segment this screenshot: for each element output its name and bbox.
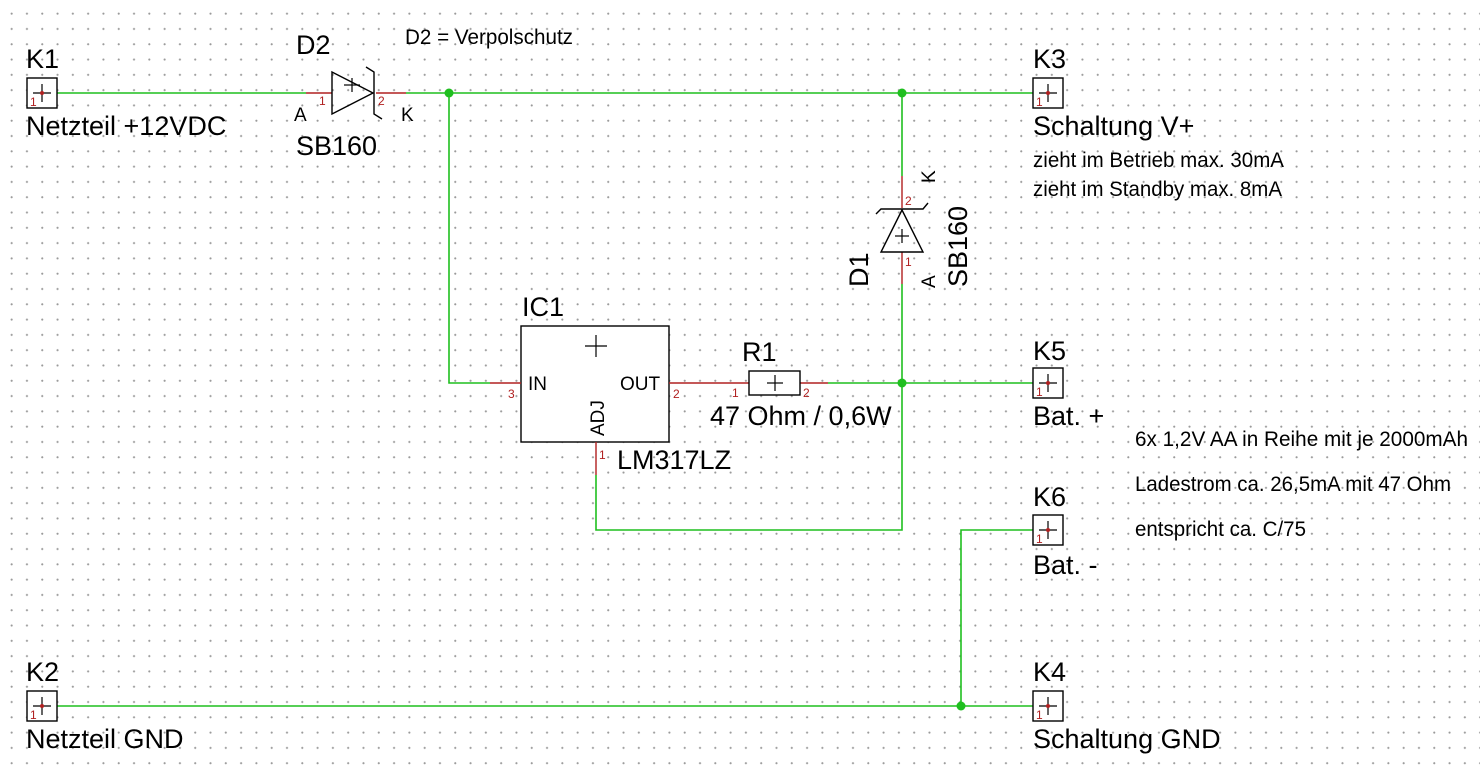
d1-pin-cathode-number: 2 — [905, 194, 912, 208]
k4-ref: K4 — [1033, 657, 1066, 687]
r1-pin1-number: 1 — [732, 386, 739, 400]
k5-pin-number: 1 — [1036, 385, 1043, 399]
k3-pin-number: 1 — [1036, 95, 1043, 109]
wires — [42, 92, 1040, 707]
battery-note-line1: 6x 1,2V AA in Reihe mit je 2000mAh — [1135, 428, 1468, 451]
k3-note-standby: zieht im Standby max. 8mA — [1033, 178, 1282, 201]
battery-note-line2: Ladestrom ca. 26,5mA mit 47 Ohm — [1135, 473, 1451, 496]
junctions — [444, 88, 966, 711]
k6-ref: K6 — [1033, 482, 1066, 512]
k2-ref: K2 — [26, 657, 59, 687]
ic1-pin-adj-number: 1 — [599, 448, 606, 462]
k5-ref: K5 — [1033, 336, 1066, 366]
junction-vin — [444, 88, 454, 98]
battery-note-line3: entspricht ca. C/75 — [1135, 518, 1306, 541]
battery-notes: 6x 1,2V AA in Reihe mit je 2000mAh Lades… — [1135, 428, 1468, 541]
connector-k4[interactable]: 1 K4 Schaltung GND — [1032, 657, 1221, 754]
d2-anode-label: A — [294, 105, 307, 126]
ic1-ref: IC1 — [522, 292, 564, 322]
d2-ref: D2 — [296, 30, 331, 60]
diode-d1[interactable]: 2 1 D1 SB160 A K — [844, 170, 973, 288]
k1-label: Netzteil +12VDC — [26, 111, 226, 141]
ic1-value: LM317LZ — [617, 445, 731, 475]
ic1-pin-in-number: 3 — [508, 387, 515, 401]
r1-value: 47 Ohm / 0,6W — [710, 401, 892, 431]
junction-gnd — [956, 701, 966, 711]
k4-pin-number: 1 — [1036, 708, 1043, 722]
connector-k2[interactable]: 1 K2 Netzteil GND — [26, 657, 184, 754]
k3-label: Schaltung V+ — [1033, 111, 1194, 141]
d2-cathode-label: K — [401, 105, 414, 126]
regulator-ic1[interactable]: 3 2 1 IN OUT ADJ IC1 LM317LZ — [490, 292, 731, 475]
wire-k6-gnd — [960, 529, 1040, 706]
k1-pin-number: 1 — [30, 95, 37, 109]
k2-label: Netzteil GND — [26, 724, 184, 754]
k3-note-operation: zieht im Betrieb max. 30mA — [1033, 149, 1284, 172]
connector-k1[interactable]: 1 K1 Netzteil +12VDC — [26, 44, 226, 141]
d2-value: SB160 — [296, 131, 377, 161]
d1-cathode-label: K — [919, 170, 940, 183]
d1-value: SB160 — [943, 206, 973, 287]
d1-anode-label: A — [919, 275, 940, 288]
junction-k3 — [897, 88, 907, 98]
r1-ref: R1 — [742, 337, 777, 367]
connector-k6[interactable]: 1 K6 Bat. - — [1032, 482, 1098, 580]
k6-pin-number: 1 — [1036, 532, 1043, 546]
wire-vin-ic1 — [448, 93, 490, 384]
r1-pin2-number: 2 — [803, 386, 810, 400]
d2-pin-cathode-number: 2 — [378, 94, 385, 108]
wire-adj-loop — [595, 383, 903, 531]
resistor-r1[interactable]: 1 2 R1 47 Ohm / 0,6W — [710, 337, 892, 431]
d1-pin-anode-number: 1 — [905, 255, 912, 269]
ic1-adj-label: ADJ — [588, 400, 609, 436]
diode-d2[interactable]: 1 2 D2 SB160 A K D2 = Verpolschutz — [294, 26, 573, 161]
k4-label: Schaltung GND — [1033, 724, 1221, 754]
junction-k5 — [897, 378, 907, 388]
d2-note: D2 = Verpolschutz — [405, 26, 573, 49]
k6-label: Bat. - — [1033, 550, 1098, 580]
connector-k5[interactable]: 1 K5 Bat. + — [1032, 336, 1104, 431]
k1-ref: K1 — [26, 44, 59, 74]
connector-k3[interactable]: 1 K3 Schaltung V+ zieht im Betrieb max. … — [1032, 44, 1284, 201]
k3-ref: K3 — [1033, 44, 1066, 74]
d1-ref: D1 — [844, 252, 874, 287]
ic1-pin-out-number: 2 — [673, 387, 680, 401]
ic1-in-label: IN — [528, 374, 547, 395]
k5-label: Bat. + — [1033, 401, 1104, 431]
k2-pin-number: 1 — [30, 708, 37, 722]
ic1-out-label: OUT — [620, 374, 661, 395]
d2-pin-anode-number: 1 — [319, 94, 326, 108]
